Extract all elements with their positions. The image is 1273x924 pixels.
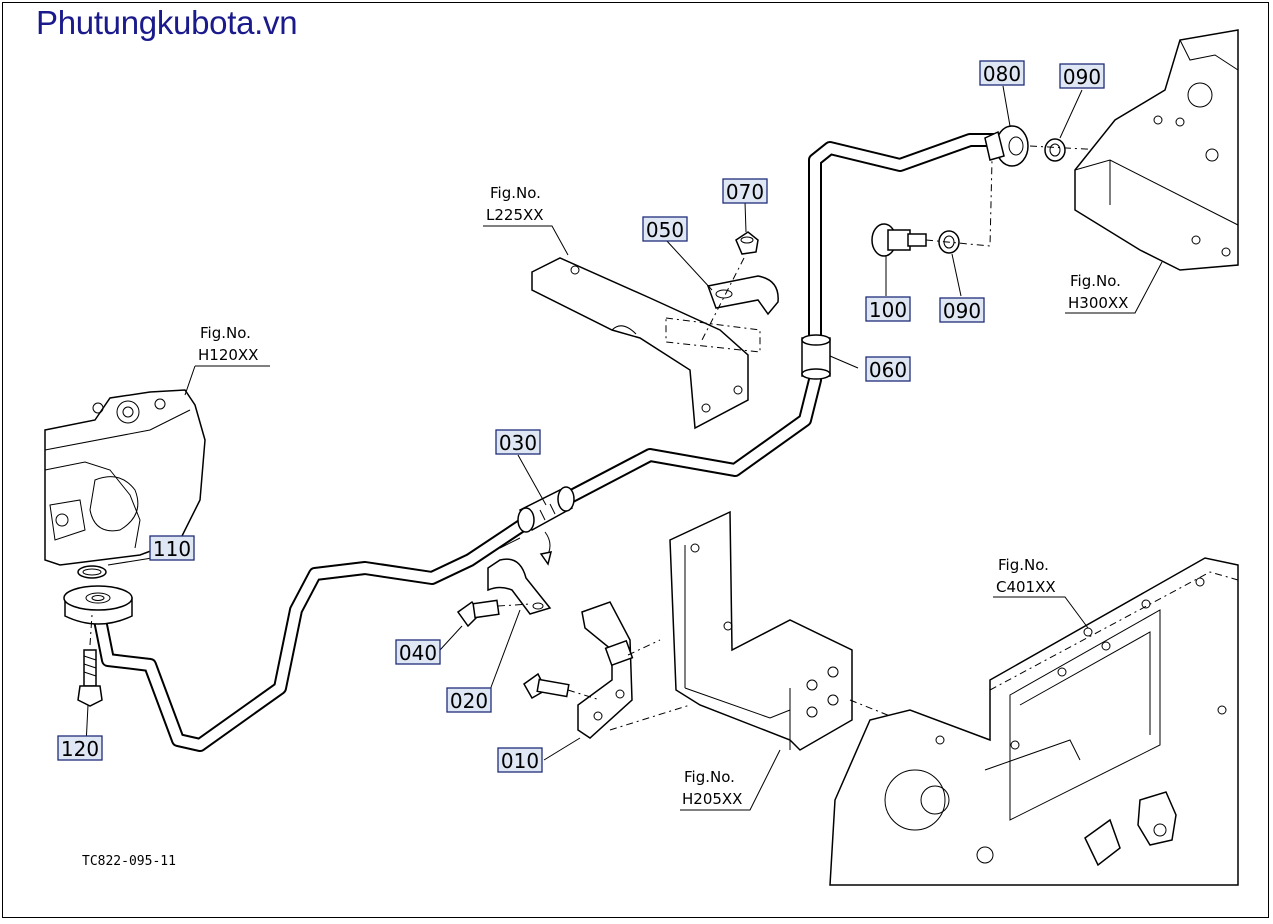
label-030: 030: [495, 429, 541, 455]
drawing-code: TC822-095-11: [82, 854, 176, 869]
site-watermark: Phutungkubota.vn: [36, 4, 298, 41]
label-050-text: 050: [646, 218, 684, 242]
label-060-text: 060: [869, 358, 907, 382]
pipe-030: [91, 133, 1012, 752]
label-020: 020: [446, 687, 492, 713]
fig-ref-h120: Fig.No. H120XX: [198, 324, 258, 364]
bracket-l225: [531, 257, 761, 430]
clamp-020: [487, 531, 553, 615]
pump-body-h120: [44, 389, 206, 566]
label-090-bottom-text: 090: [943, 299, 981, 323]
label-090-top: 090: [1059, 63, 1105, 89]
grommet-030: [517, 486, 575, 533]
label-110: 110: [149, 535, 195, 561]
fig-l225-label: Fig.No.: [490, 184, 541, 202]
fig-h120-code: H120XX: [198, 346, 258, 364]
hydraulic-block-h300: [1074, 29, 1239, 271]
label-050: 050: [642, 216, 688, 242]
label-010: 010: [497, 747, 543, 773]
label-110-text: 110: [153, 537, 191, 561]
label-080: 080: [979, 60, 1025, 86]
fig-ref-h300: Fig.No. H300XX: [1068, 272, 1128, 312]
label-120-text: 120: [61, 737, 99, 761]
banjo-union-080: [984, 125, 1029, 167]
bracket-010: [577, 601, 634, 739]
transmission-case-c401: [829, 557, 1239, 886]
fig-h120-label: Fig.No.: [200, 324, 251, 342]
label-120: 120: [57, 735, 103, 761]
bolt-120: [77, 614, 103, 707]
label-080-text: 080: [983, 62, 1021, 86]
plug-100: [871, 145, 1213, 257]
label-100-text: 100: [869, 298, 907, 322]
frame-bracket-h205: [609, 510, 901, 751]
label-090-bottom: 090: [939, 297, 985, 323]
label-030-text: 030: [499, 431, 537, 455]
fig-ref-h205: Fig.No. H205XX: [682, 768, 742, 808]
clamp-050: [701, 257, 779, 341]
label-100: 100: [865, 296, 911, 322]
label-040: 040: [395, 639, 441, 665]
label-090-top-text: 090: [1063, 65, 1101, 89]
fig-h205-label: Fig.No.: [684, 768, 735, 786]
o-ring-110: [77, 565, 107, 579]
label-070-text: 070: [726, 180, 764, 204]
fig-h300-code: H300XX: [1068, 294, 1128, 312]
leader-lines: [85, 85, 1163, 811]
bolt-010-screw: [523, 672, 601, 701]
bolt-070: [735, 231, 759, 255]
label-010-text: 010: [501, 749, 539, 773]
bolt-040: [456, 599, 531, 628]
label-020-text: 020: [450, 689, 488, 713]
grommet-060: [801, 334, 831, 380]
fig-c401-code: C401XX: [996, 578, 1056, 596]
fig-ref-l225: Fig.No. L225XX: [486, 184, 544, 224]
label-060: 060: [865, 356, 911, 382]
fig-l225-code: L225XX: [486, 206, 544, 224]
washer-090-top: [1044, 138, 1066, 162]
fig-ref-c401: Fig.No. C401XX: [996, 556, 1056, 596]
fig-h205-code: H205XX: [682, 790, 742, 808]
label-040-text: 040: [399, 641, 437, 665]
fig-h300-label: Fig.No.: [1070, 272, 1121, 290]
label-070: 070: [722, 178, 768, 204]
fig-c401-label: Fig.No.: [998, 556, 1049, 574]
banjo-union-pump: [63, 585, 133, 625]
